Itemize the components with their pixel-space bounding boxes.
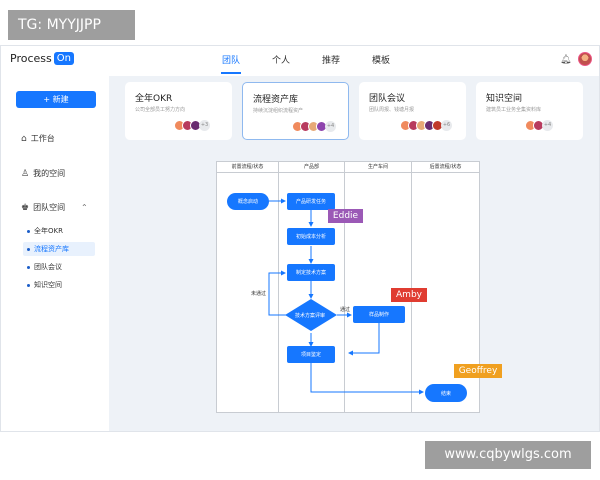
- flow-node-cost-analysis[interactable]: 初始成本分析: [287, 228, 335, 245]
- flow-node-start[interactable]: 概念启动: [227, 193, 269, 210]
- app-logo[interactable]: Process On: [10, 52, 74, 65]
- space-card-meetings[interactable]: 团队会议 团队周报、钱塘月报 +6: [359, 82, 466, 140]
- sidebar-sub-label: 知识空间: [34, 281, 62, 289]
- space-card-okr[interactable]: 全年OKR 公司全部员工努力方向 +3: [125, 82, 232, 140]
- nav-tab-personal[interactable]: 个人: [271, 56, 290, 66]
- member-avatars: +4: [525, 120, 553, 131]
- flow-node-project-approval[interactable]: 项目鉴定: [287, 346, 335, 363]
- flow-node-product-research[interactable]: 产品研发任务: [287, 193, 335, 210]
- new-button[interactable]: + 新建: [16, 91, 96, 108]
- team-icon: ♚: [21, 202, 30, 213]
- sidebar-item-label: 我的空间: [33, 169, 66, 178]
- sidebar-sub-process-library[interactable]: 流程资产库: [23, 242, 95, 256]
- sidebar-sub-label: 全年OKR: [34, 227, 63, 235]
- tg-badge: TG: MYYJJPP: [8, 10, 135, 40]
- flow-node-tech-plan[interactable]: 制定技术方案: [287, 264, 335, 281]
- nav-tab-templates[interactable]: 模板: [371, 56, 390, 66]
- sidebar-item-my-space[interactable]: ♙ 我的空间: [21, 168, 65, 179]
- decision-diamond: [285, 299, 337, 331]
- watermark-badge: www.cqbywlgs.com: [425, 441, 591, 469]
- logo-box: On: [53, 52, 74, 65]
- member-count: +3: [199, 120, 210, 131]
- flow-node-tech-review[interactable]: 技术方案评审: [295, 313, 326, 319]
- collaborator-tag-geoffrey: Geoffrey: [454, 364, 502, 378]
- card-subtitle: 公司全部员工努力方向: [135, 107, 186, 113]
- sidebar-item-label: 团队空间: [33, 203, 66, 212]
- sidebar-sub-knowledge[interactable]: 知识空间: [27, 278, 62, 292]
- home-icon: ⌂: [21, 133, 27, 144]
- bell-icon[interactable]: 🔔︎: [560, 55, 572, 65]
- main-nav: 团队 个人 推荐 模板: [206, 46, 406, 76]
- flow-node-sample[interactable]: 样品制作: [353, 306, 405, 323]
- lane-header: 后置流程/状态: [412, 162, 479, 173]
- nav-tab-team[interactable]: 团队: [206, 46, 256, 76]
- collaborator-tag-eddie: Eddie: [328, 209, 363, 223]
- sidebar-item-team-space[interactable]: ♚ 团队空间: [21, 202, 65, 213]
- lane-divider: [411, 162, 412, 412]
- edge-label-rejected: 未通过: [251, 291, 267, 297]
- member-count: +4: [325, 121, 336, 132]
- member-avatars: +4: [292, 121, 336, 132]
- collaborator-tag-amby: Amby: [391, 288, 427, 302]
- card-title: 全年OKR: [135, 94, 173, 104]
- card-title: 团队会议: [369, 94, 406, 104]
- sidebar-sub-okr[interactable]: 全年OKR: [27, 224, 63, 238]
- card-title: 流程资产库: [253, 95, 299, 105]
- card-subtitle: 团队周报、钱塘月报: [369, 107, 415, 113]
- member-count: +6: [441, 120, 452, 131]
- user-icon: ♙: [21, 168, 30, 179]
- edge-label-passed: 通过: [340, 307, 351, 313]
- card-subtitle: 持续沉淀组织流程资产: [253, 108, 304, 114]
- sidebar-sub-label: 团队会议: [34, 263, 62, 271]
- member-avatars: +6: [400, 120, 452, 131]
- sidebar: + 新建 ⌂ 工作台 ♙ 我的空间 ♚ 团队空间 ⌃ 全年OKR 流程资产库: [1, 76, 109, 431]
- bullet-icon: [27, 265, 30, 269]
- card-title: 知识空间: [486, 94, 523, 104]
- flow-connectors: [268, 198, 424, 395]
- bullet-icon: [27, 283, 30, 287]
- lane-divider: [278, 162, 279, 412]
- member-avatars: +3: [174, 120, 210, 131]
- card-subtitle: 建筑员工业务全集资料库: [486, 107, 542, 113]
- flow-node-end[interactable]: 结束: [425, 384, 467, 402]
- space-card-process-library[interactable]: 流程资产库 持续沉淀组织流程资产 +4: [242, 82, 349, 140]
- sidebar-item-workbench[interactable]: ⌂ 工作台: [21, 133, 55, 144]
- flowchart-canvas[interactable]: 前置流程/状态 产品部 生产车间 后置流程/状态: [216, 161, 502, 413]
- bullet-icon: [27, 229, 30, 233]
- lane-divider: [344, 162, 345, 412]
- user-avatar[interactable]: [578, 52, 592, 66]
- nav-tab-recommend[interactable]: 推荐: [321, 56, 340, 66]
- logo-text: Process: [10, 52, 52, 65]
- top-bar: Process On 团队 个人 推荐 模板 🔔︎: [1, 46, 599, 76]
- sidebar-item-label: 工作台: [30, 134, 55, 143]
- sidebar-sub-meetings[interactable]: 团队会议: [27, 260, 62, 274]
- space-card-knowledge[interactable]: 知识空间 建筑员工业务全集资料库 +4: [476, 82, 583, 140]
- member-count: +4: [542, 120, 553, 131]
- bullet-icon: [27, 247, 30, 251]
- sidebar-sub-label: 流程资产库: [34, 245, 69, 253]
- chevron-up-icon[interactable]: ⌃: [81, 203, 88, 212]
